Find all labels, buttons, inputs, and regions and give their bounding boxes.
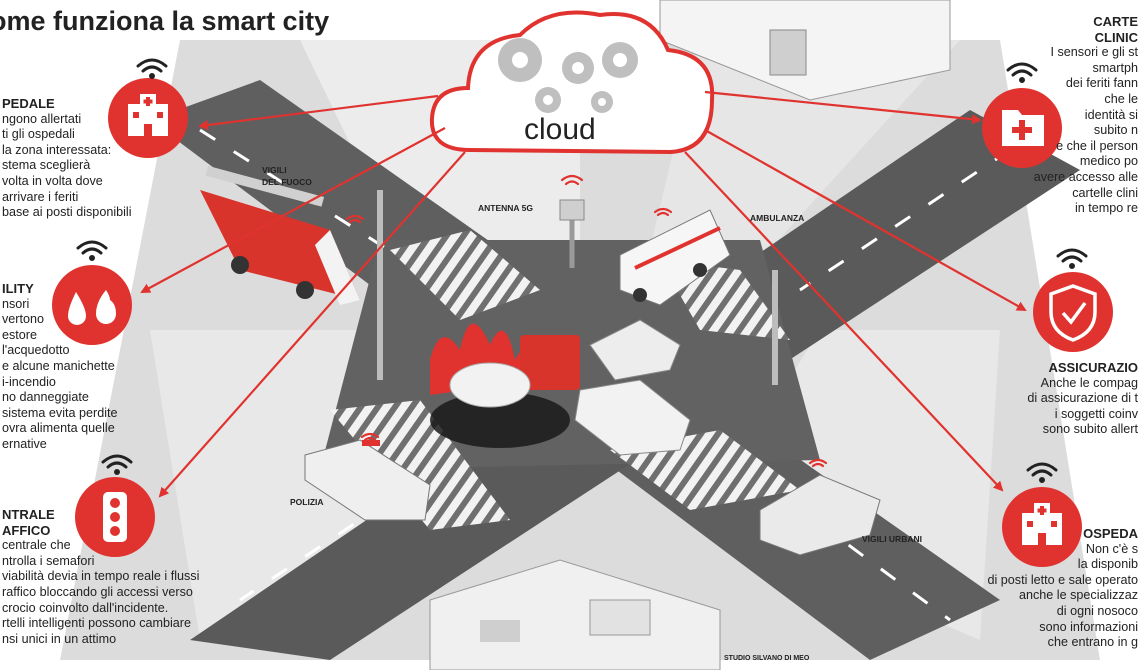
block-cartelle: CARTE CLINIC I sensori e gli st smartph … — [1034, 14, 1138, 217]
hospital-icon — [108, 78, 188, 158]
label-antenna: ANTENNA 5G — [478, 203, 533, 213]
block-line: di ogni nosoco — [1056, 603, 1138, 618]
block-line: di posti letto e sale operato — [987, 572, 1138, 587]
block-line: Anche le compag — [1040, 375, 1138, 390]
block-line: anche le specializzaz — [1018, 588, 1138, 603]
block-traffico: NTRALE AFFICO centrale che ntrolla i sem… — [2, 507, 199, 647]
block-line: nsi unici in un attimo — [2, 631, 117, 646]
block-line: di assicurazione di t — [1027, 391, 1138, 406]
block-line: estore — [2, 327, 38, 342]
antenna-5g — [559, 199, 585, 268]
hospital-icon-right — [1002, 487, 1082, 567]
block-line: raffico bloccando gli accessi verso — [2, 584, 193, 599]
block-line: avere accesso alle — [1033, 169, 1138, 184]
credit: STUDIO SILVANO DI MEO — [724, 655, 810, 662]
block-heading: OSPEDA — [1083, 526, 1138, 541]
block-line: e alcune manichette — [2, 358, 115, 373]
block-line: la zona interessata: — [2, 142, 112, 157]
block-line: che le — [1104, 91, 1138, 106]
block-line: subito n — [1093, 123, 1138, 138]
medical-folder-icon — [982, 88, 1062, 168]
block-line: rtelli intelligenti possono cambiare — [2, 616, 192, 631]
block-line: smartph — [1092, 60, 1139, 75]
block-line: Non c'è s — [1085, 541, 1138, 556]
block-line: che entrano in g — [1047, 635, 1138, 650]
block-heading: ASSICURAZIO — [1048, 360, 1138, 375]
cloud-arrows — [140, 90, 1027, 498]
cloud-icon — [429, 10, 715, 155]
block-line: vertono — [2, 312, 45, 327]
vigili-urbani-car — [759, 474, 881, 556]
label-vigili-fuoco: VIGILI DEL FUOCO — [262, 164, 312, 188]
block-line: no danneggiate — [2, 390, 89, 405]
block-line: sono subito allert — [1042, 422, 1138, 437]
block-line: e che il person — [1056, 138, 1138, 153]
block-line: ti gli ospedali — [2, 127, 75, 142]
label-vigili-urbani: VIGILI URBANI — [862, 534, 922, 544]
block-line: stema sceglierà — [2, 158, 91, 173]
block-line: ngono allertati — [2, 111, 82, 126]
block-heading: PEDALE — [2, 96, 55, 111]
vehicle-signal-icons — [345, 174, 828, 468]
block-line: crocio coinvolto dall'incidente. — [2, 600, 169, 615]
block-line: ovra alimenta quelle — [2, 421, 115, 436]
block-line: nsori — [2, 296, 30, 311]
block-line: cartelle clini — [1072, 185, 1138, 200]
block-heading: CARTE — [1093, 14, 1138, 29]
label-vigili-fuoco-line: VIGILI — [262, 165, 287, 175]
block-line: arrivare i feriti — [2, 189, 79, 204]
label-vigili-fuoco-line: DEL FUOCO — [262, 177, 312, 187]
block-line: dei feriti fann — [1065, 76, 1138, 91]
crosswalk-west — [330, 400, 510, 530]
block-ospedali-right: OSPEDA Non c'è s la disponib di posti le… — [987, 526, 1138, 651]
cloud-label: cloud — [524, 113, 596, 146]
block-heading: AFFICO — [2, 522, 51, 538]
traffic-light-icon — [75, 477, 155, 557]
label-polizia: POLIZIA — [290, 497, 324, 507]
block-line: in tempo re — [1075, 201, 1138, 216]
block-line: sistema evita perdite — [2, 405, 118, 420]
block-assicurazioni: ASSICURAZIO Anche le compag di assicuraz… — [1027, 360, 1138, 438]
traffic-poles — [377, 190, 778, 385]
ambulance — [619, 209, 731, 306]
shield-check-icon — [1033, 272, 1113, 352]
block-line: ntrolla i semafori — [2, 553, 95, 568]
fire-truck — [200, 165, 360, 305]
crash-fire — [430, 323, 580, 448]
label-ambulanza: AMBULANZA — [750, 213, 805, 223]
block-utility: ILITY nsori vertono estore l'acquedotto … — [2, 281, 118, 453]
block-line: l'acquedotto — [2, 343, 70, 358]
wifi-icons — [76, 58, 1088, 483]
building-bottom — [429, 559, 721, 670]
block-line: identità si — [1084, 107, 1138, 122]
block-heading: NTRALE — [2, 507, 55, 522]
block-line: base ai posti disponibili — [2, 205, 132, 220]
white-car-a — [574, 379, 691, 456]
block-line: ernative — [2, 436, 47, 451]
block-line: viabilità devia in tempo reale i flussi — [2, 569, 200, 584]
white-car-b — [589, 319, 681, 381]
block-line: I sensori e gli st — [1050, 45, 1139, 60]
block-line: i-incendio — [2, 374, 56, 389]
block-line: la disponib — [1077, 557, 1138, 572]
water-fire-icon — [52, 265, 132, 345]
page-title: ome funziona la smart city — [0, 6, 330, 36]
crosswalk-north — [390, 230, 540, 320]
block-line: sono informazioni — [1039, 619, 1138, 634]
police-car — [304, 439, 431, 521]
block-line: i soggetti coinv — [1054, 406, 1138, 421]
block-ospedale: PEDALE ngono allertati ti gli ospedali l… — [2, 96, 132, 221]
block-line: centrale che — [2, 538, 71, 553]
block-heading: CLINIC — [1094, 29, 1138, 45]
block-line: medico po — [1079, 154, 1138, 169]
block-line: volta in volta dove — [2, 173, 103, 188]
block-heading: ILITY — [2, 281, 34, 296]
